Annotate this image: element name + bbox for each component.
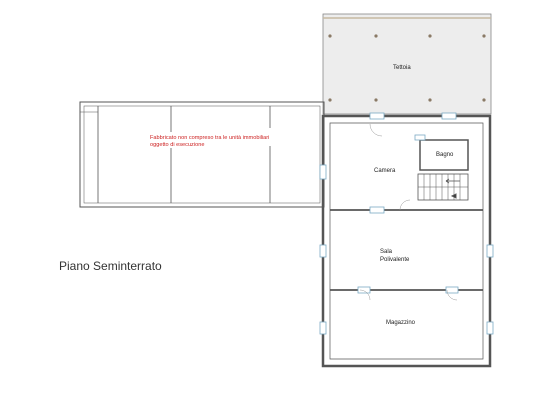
tettoia-label: Tettoia bbox=[393, 65, 411, 71]
sala-polivalente-label: Sala Polivalente bbox=[380, 249, 410, 263]
door-swings bbox=[359, 123, 458, 301]
excluded-building bbox=[79, 101, 325, 208]
tettoia-area bbox=[322, 13, 492, 115]
openings bbox=[319, 112, 494, 335]
column-markers bbox=[328, 34, 486, 102]
bagno-label: Bagno bbox=[436, 152, 454, 158]
magazzino-label: Magazzino bbox=[386, 320, 416, 326]
camera-label: Camera bbox=[374, 168, 396, 174]
main-building-walls bbox=[321, 114, 492, 368]
excluded-building-note: Fabbricato non compreso tra le unità imm… bbox=[150, 135, 270, 148]
floor-name-label: Piano Seminterrato bbox=[59, 259, 162, 273]
